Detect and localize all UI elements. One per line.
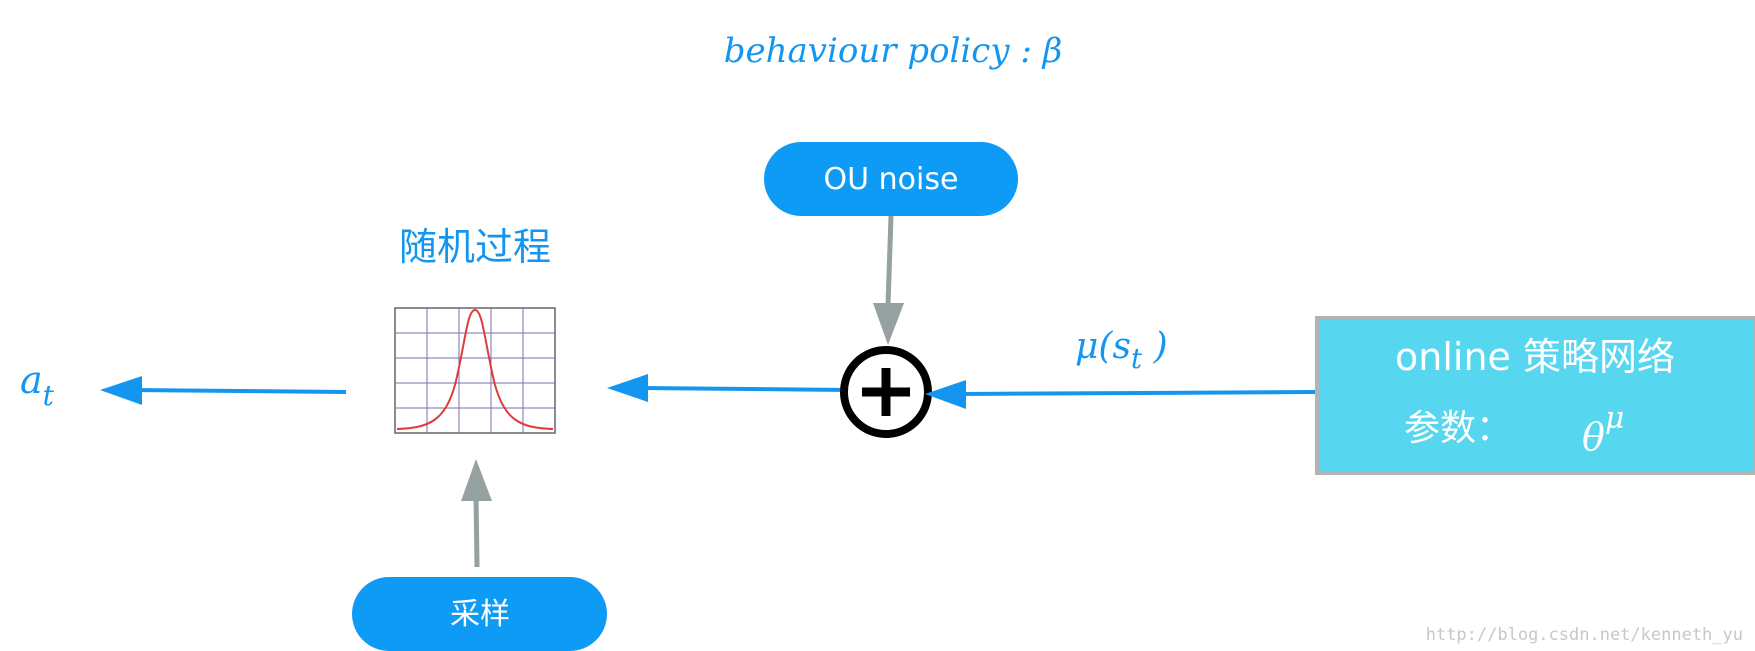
- online-policy-title: online 策略网络: [1395, 335, 1675, 379]
- action-label-subscript: t: [43, 379, 55, 412]
- arrow-to-stochastic-process: [607, 374, 851, 402]
- sum-node-icon: [840, 346, 932, 438]
- mu-label: μ(st ): [1075, 326, 1168, 375]
- arrow-noise-to-sum: [873, 215, 904, 345]
- arrow-sampling-to-process: [461, 459, 492, 568]
- sampling-label: 采样: [450, 597, 510, 632]
- ou-noise-label: OU noise: [824, 162, 959, 197]
- sampling-node: 采样: [352, 577, 607, 651]
- watermark-text: http://blog.csdn.net/kenneth_yu: [1426, 625, 1743, 645]
- mu-label-prefix: μ(s: [1075, 326, 1131, 367]
- online-policy-node: online 策略网络 参数： θμ: [1315, 316, 1755, 475]
- gaussian-plot-icon: [394, 307, 556, 434]
- stochastic-process-label: 随机过程: [399, 225, 551, 269]
- mu-label-subscript: t: [1131, 342, 1143, 375]
- online-policy-params: 参数：: [1404, 408, 1512, 449]
- ou-noise-node: OU noise: [764, 142, 1018, 216]
- theta-symbol: θ: [1582, 415, 1605, 459]
- online-policy-theta: θμ: [1582, 401, 1624, 459]
- action-label: at: [20, 358, 55, 412]
- mu-label-suffix: ): [1142, 326, 1168, 367]
- theta-superscript: μ: [1605, 401, 1625, 436]
- action-label-base: a: [20, 358, 43, 402]
- arrow-to-action: [100, 376, 347, 405]
- diagram-title: behaviour policy : β: [724, 31, 1063, 71]
- arrow-policy-to-sum: [925, 380, 1318, 409]
